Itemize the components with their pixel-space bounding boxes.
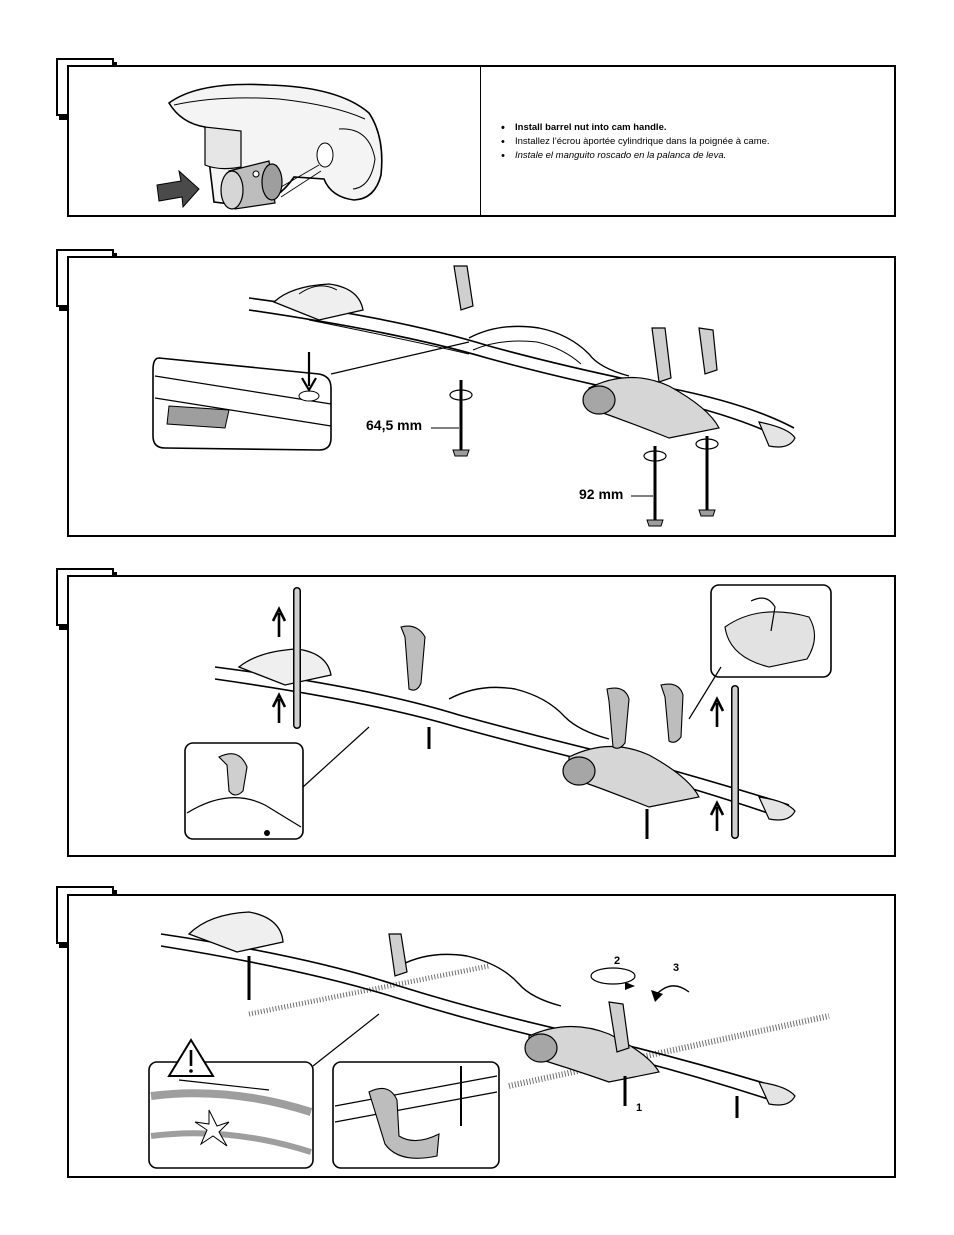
- bolt-92-right-icon: [695, 436, 719, 517]
- warning-triangle-icon: [167, 1038, 215, 1077]
- dimension-label: 92 mm: [579, 486, 624, 502]
- dimension-label: 64,5 mm: [366, 417, 423, 433]
- step-2-instructions: Install barrel nut into cam handle. Inst…: [501, 121, 881, 163]
- step-2-panel: Install barrel nut into cam handle. Inst…: [67, 65, 896, 217]
- instruction-en: Install barrel nut into cam handle.: [501, 121, 881, 135]
- step-3-panel: 64,5 mm 92 mm: [67, 256, 896, 537]
- callout-number: 3: [673, 962, 680, 974]
- step-5-panel: 2 3 1: [67, 894, 896, 1178]
- column-divider: [480, 67, 481, 215]
- step-4-illustration: [184, 584, 832, 840]
- step-2-illustration: [156, 83, 383, 210]
- step-4-panel: [67, 575, 896, 857]
- callout-number: 1: [636, 1102, 643, 1114]
- instruction-es: Instale el manguito roscado en la palanc…: [501, 149, 881, 163]
- step-5-illustration: [148, 911, 830, 1169]
- instruction-fr: Installez l’écrou àportée cylindrique da…: [501, 135, 881, 149]
- push-arrow-icon: [156, 169, 200, 209]
- rotate-arrow-icon: [590, 967, 690, 1002]
- step-3-illustration: [152, 265, 796, 527]
- callout-number: 2: [614, 955, 621, 967]
- up-arrow-icon: [271, 606, 725, 831]
- bolt-92-left-icon: [643, 446, 667, 527]
- bolt-64-icon: [449, 380, 473, 457]
